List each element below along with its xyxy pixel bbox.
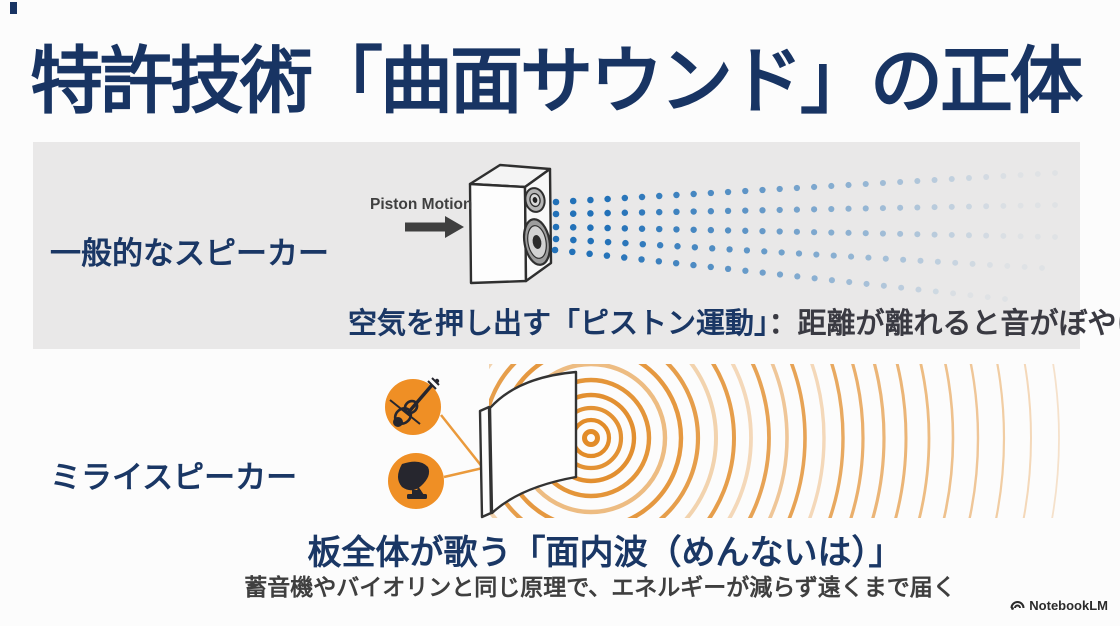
conventional-speaker-label: 一般的なスピーカー	[50, 236, 329, 271]
notebooklm-logo-icon	[1010, 601, 1025, 610]
piston-motion-label: Piston Motion	[370, 196, 473, 213]
mirai-caption-sub: 蓄音機やバイオリンと同じ原理で、エネルギーが減らず遠くまで届く	[244, 574, 956, 600]
page-title: 特許技術「曲面サウンド」の正体	[30, 41, 1083, 122]
curved-panel-icon	[478, 370, 578, 519]
conventional-caption-highlight: 空気を押し出す「ピストン運動」	[348, 308, 769, 340]
conventional-section-background	[33, 142, 1080, 349]
violin-icon	[389, 377, 440, 427]
mirai-speaker-label: ミライスピーカー	[50, 460, 298, 495]
conventional-caption-rest: ：距離が離れると音がぼやける	[768, 308, 1120, 340]
title-fragment-mark	[10, 2, 17, 14]
connector-lines	[440, 414, 486, 479]
conventional-caption: 空気を押し出す「ピストン運動」：距離が離れると音がぼやける	[348, 300, 1120, 342]
notebooklm-brand: NotebookLM	[1010, 598, 1108, 613]
gramophone-badge	[388, 453, 444, 509]
mirai-caption-main: 板全体が歌う「面内波（めんないは）」	[307, 534, 903, 572]
notebooklm-brand-text: NotebookLM	[1029, 598, 1108, 613]
gramophone-icon	[398, 461, 430, 499]
violin-badge	[385, 377, 441, 435]
